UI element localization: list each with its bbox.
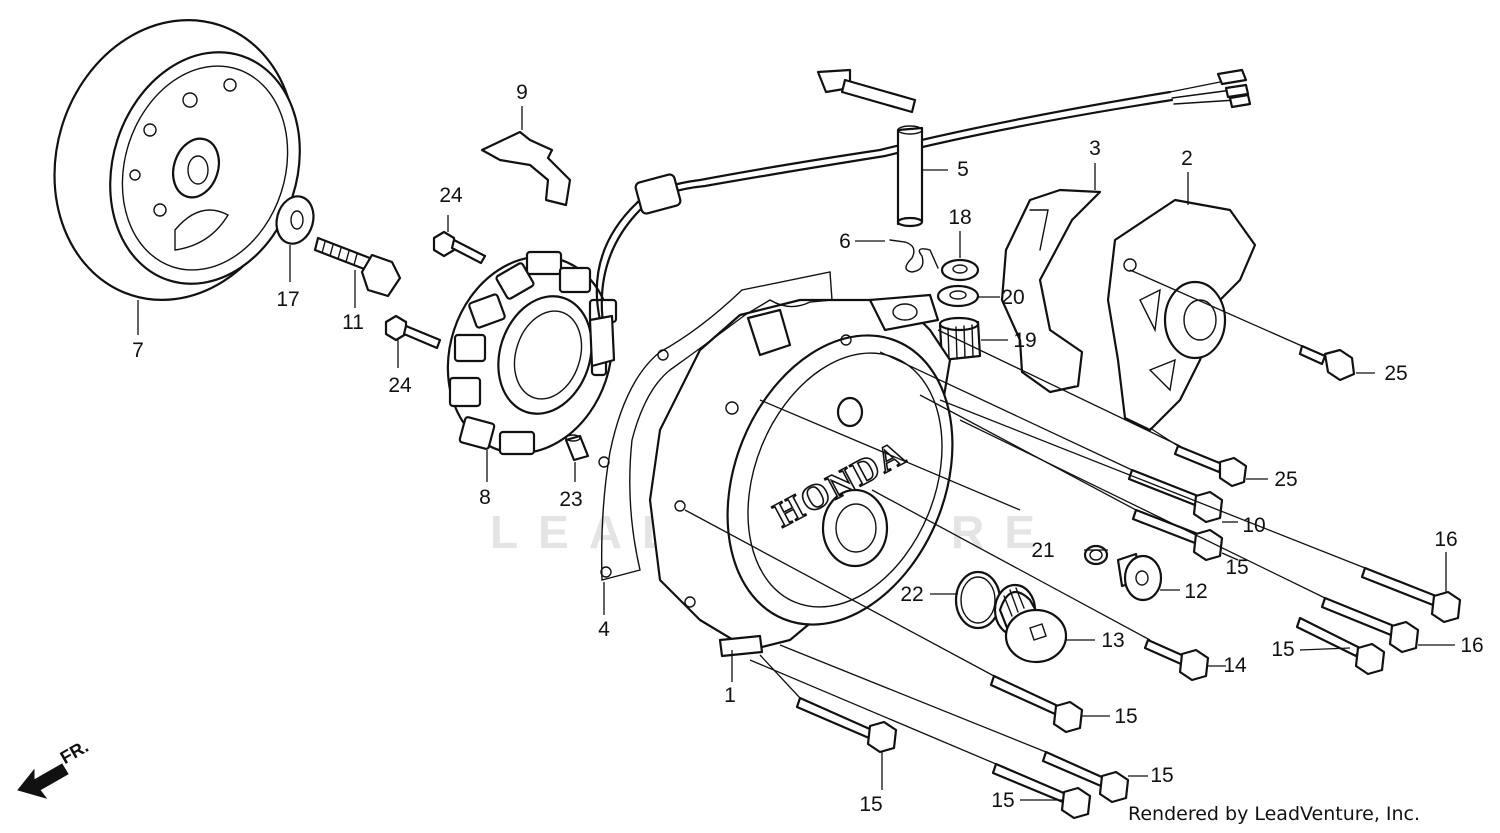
bolt-16-upper[interactable] — [1360, 566, 1462, 624]
callout-17: 17 — [276, 288, 299, 311]
callout-20: 20 — [1001, 286, 1024, 309]
bolt-15-f[interactable] — [991, 762, 1092, 820]
callout-13: 13 — [1101, 629, 1124, 652]
callout-16-upper: 16 — [1434, 528, 1457, 551]
front-direction-arrow-icon — [17, 763, 69, 799]
callout-15-e: 15 — [991, 789, 1014, 812]
callout-11: 11 — [342, 311, 364, 334]
pulse-generator[interactable] — [816, 68, 924, 228]
callout-22: 22 — [900, 583, 923, 606]
plug-12[interactable] — [1116, 552, 1163, 602]
stator-bolt-lower[interactable] — [384, 314, 442, 350]
bolt-25-lower[interactable] — [1173, 444, 1248, 488]
leader-lines — [137, 106, 1455, 801]
callout-4: 4 — [598, 618, 610, 641]
bolt-15-b[interactable] — [1295, 616, 1386, 676]
callout-15-b: 15 — [1271, 638, 1294, 661]
callout-15-a: 15 — [1225, 556, 1248, 579]
bolt-25-upper[interactable] — [1298, 344, 1356, 382]
bolt-15-c[interactable] — [989, 674, 1084, 734]
cap-13[interactable] — [993, 583, 1068, 664]
oil-seal-20[interactable] — [936, 284, 980, 308]
callout-19: 19 — [1013, 329, 1036, 352]
bolt-14[interactable] — [1143, 638, 1210, 682]
wire-clamp[interactable] — [480, 130, 572, 207]
washer-18[interactable] — [940, 258, 980, 282]
o-ring-small[interactable] — [1083, 544, 1109, 566]
dowel-pin[interactable] — [564, 434, 590, 462]
wire-harness[interactable] — [588, 68, 1252, 368]
render-credit: Rendered by LeadVenture, Inc. — [1128, 803, 1421, 825]
flywheel[interactable] — [19, 0, 331, 332]
callout-3: 3 — [1089, 137, 1101, 160]
callout-16-lower: 16 — [1460, 634, 1483, 657]
callout-15-f: 15 — [859, 793, 882, 816]
callout-25-lower: 25 — [1274, 468, 1297, 491]
callout-6: 6 — [839, 230, 851, 253]
callout-12: 12 — [1184, 580, 1207, 603]
callout-25-upper: 25 — [1384, 362, 1407, 385]
gasket-plate[interactable] — [1000, 188, 1102, 394]
callout-24-upper: 24 — [439, 184, 463, 207]
callout-10: 10 — [1242, 514, 1265, 537]
washer[interactable] — [271, 192, 318, 248]
callout-8: 8 — [479, 486, 491, 509]
callout-18: 18 — [948, 206, 971, 229]
bolt-15-e[interactable] — [1041, 750, 1130, 804]
cover-gasket[interactable] — [598, 271, 833, 581]
bolt-10[interactable] — [1127, 468, 1224, 524]
callout-21: 21 — [1031, 539, 1054, 562]
callout-labels: 1 2 3 4 5 6 7 8 9 10 11 12 13 14 15 15 1… — [132, 81, 1484, 816]
callout-7: 7 — [132, 339, 144, 362]
callout-5: 5 — [957, 158, 969, 181]
callout-15-d: 15 — [1150, 764, 1173, 787]
bolt-15-d[interactable] — [795, 696, 898, 754]
o-ring-large[interactable] — [954, 570, 1002, 630]
callout-2: 2 — [1181, 147, 1193, 170]
callout-24-lower: 24 — [388, 374, 412, 397]
stator-bolt-upper[interactable] — [432, 230, 487, 265]
left-crankcase-cover[interactable]: HONDA — [648, 293, 994, 658]
callout-1: 1 — [724, 684, 736, 707]
callout-9: 9 — [516, 81, 528, 104]
flywheel-bolt[interactable] — [313, 236, 402, 298]
bolt-16-lower[interactable] — [1320, 596, 1420, 654]
spring[interactable] — [889, 239, 939, 273]
callout-23: 23 — [559, 488, 582, 511]
callout-14: 14 — [1223, 654, 1247, 677]
callout-15-c: 15 — [1114, 705, 1137, 728]
cover-plate[interactable] — [1106, 198, 1257, 432]
